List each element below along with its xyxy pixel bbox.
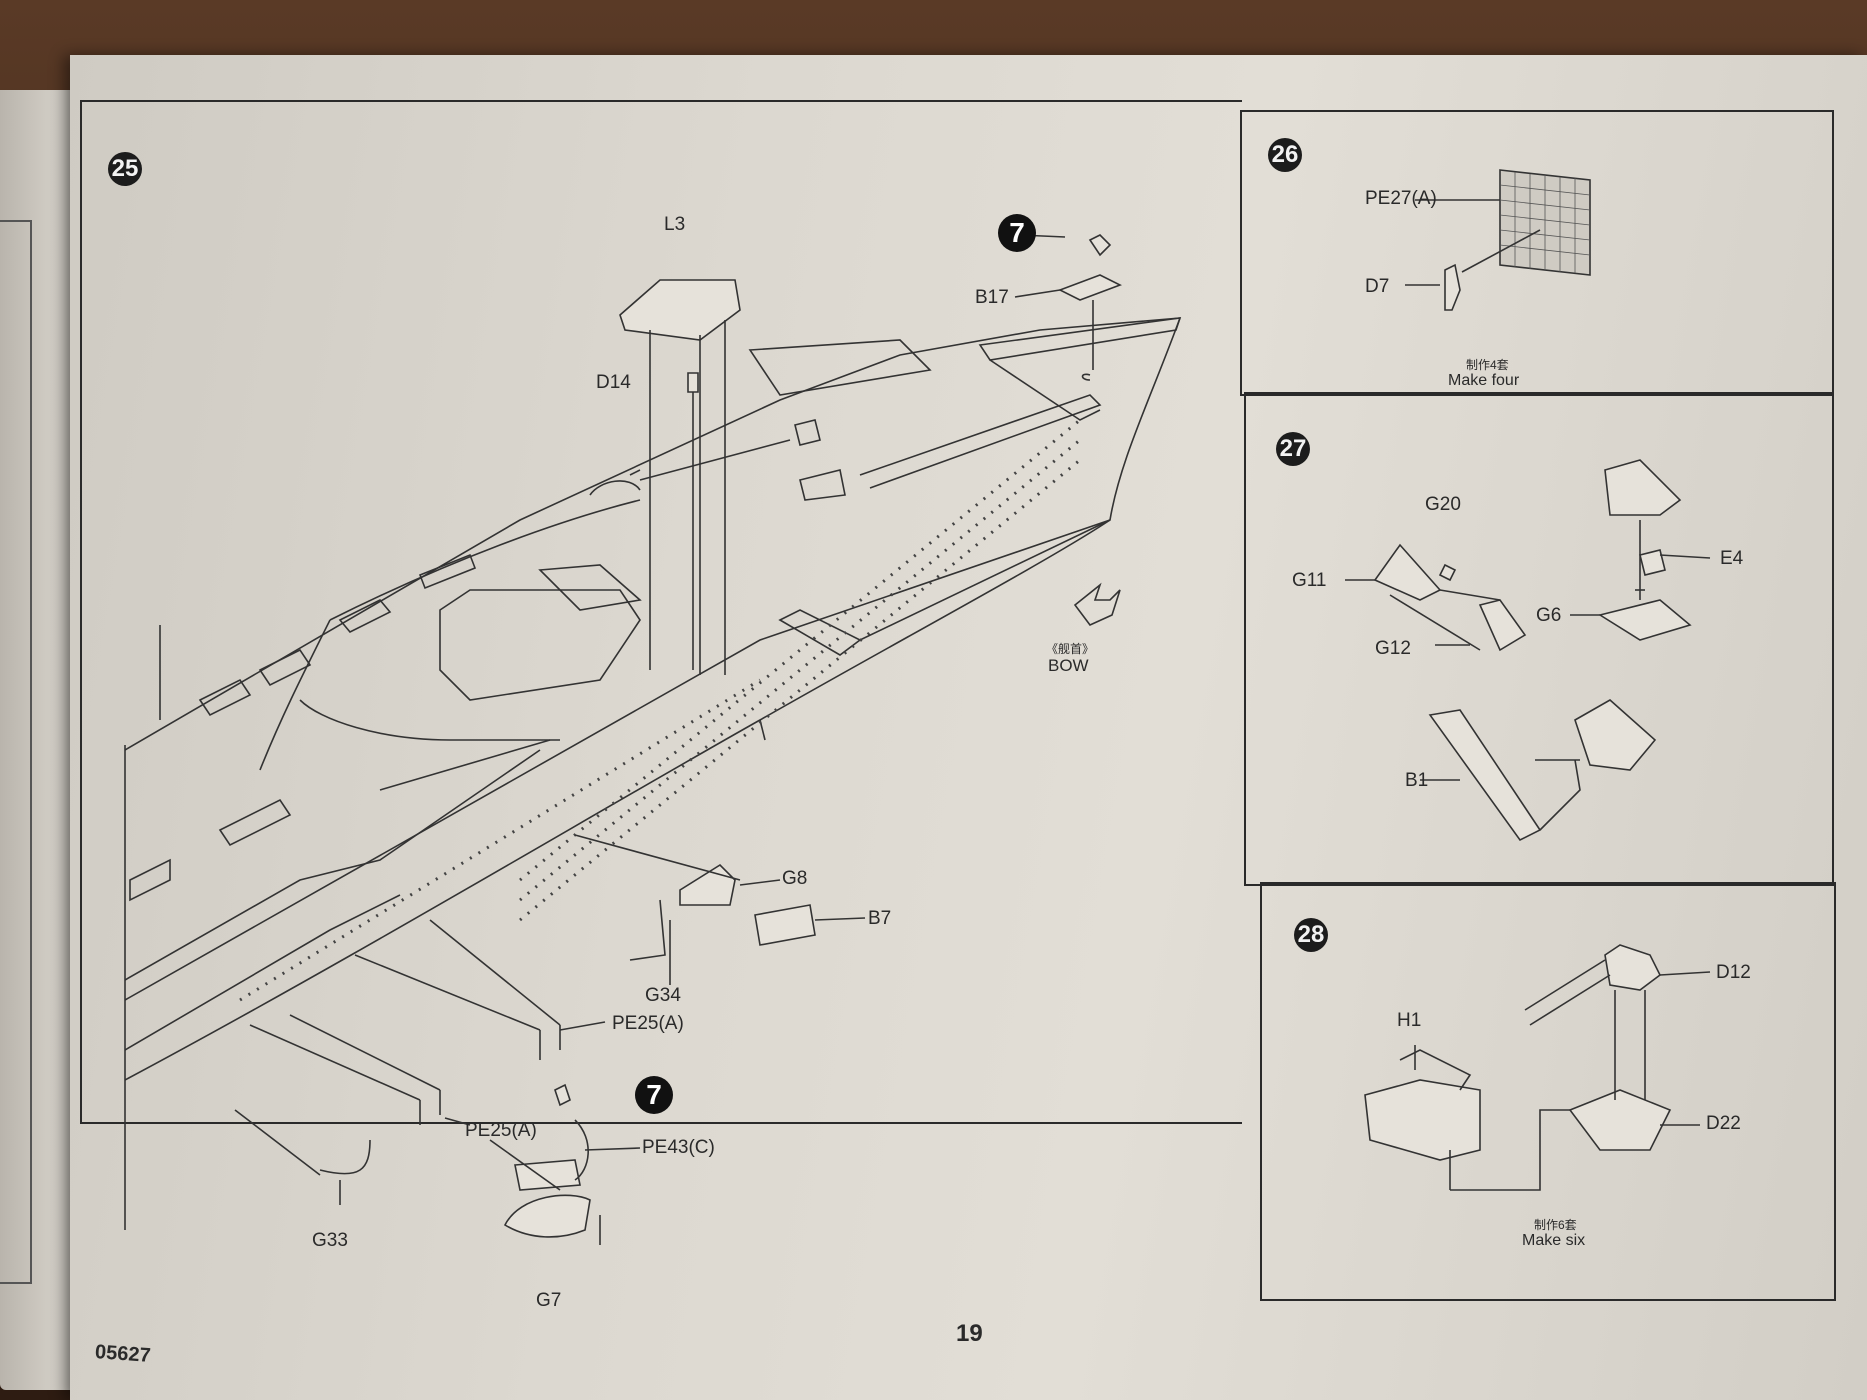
bow-label-cn: 《舰首》 [1046, 642, 1095, 656]
step-25-number: 25 [108, 152, 142, 186]
label-d12: D12 [1716, 962, 1751, 983]
make-four-note-cn: 制作4套 [1466, 358, 1509, 372]
make-six-note: Make six [1522, 1232, 1586, 1249]
label-d14: D14 [596, 372, 631, 393]
make-six-note-cn: 制作6套 [1534, 1218, 1577, 1232]
page-number: 19 [956, 1320, 983, 1347]
label-g33: G33 [312, 1230, 348, 1251]
ship-hull-drawing [124, 317, 1182, 1230]
step25-panel [80, 100, 1242, 1124]
step27-panel [1244, 392, 1834, 886]
ref-step-7-badge-upper: 7 [998, 214, 1036, 252]
step26-part-lines [1405, 169, 1591, 311]
label-b17: B17 [975, 287, 1009, 308]
left-page-frame [0, 220, 32, 1284]
hull-portholes [239, 418, 1081, 1002]
label-g12: G12 [1375, 638, 1411, 659]
label-g11: G11 [1292, 570, 1327, 591]
label-g6: G6 [1536, 605, 1562, 626]
label-pe25a-lower: PE25(A) [465, 1120, 537, 1141]
label-b1: B1 [1405, 770, 1429, 791]
label-e4: E4 [1720, 548, 1744, 569]
label-g34: G34 [645, 985, 681, 1006]
label-h1: H1 [1397, 1010, 1422, 1031]
bow-label: BOW [1048, 656, 1089, 675]
step27-part-lines [1345, 459, 1711, 842]
step28-panel [1260, 882, 1836, 1301]
step-26-number: 26 [1268, 138, 1302, 172]
step26-panel [1240, 110, 1834, 396]
label-l3: L3 [664, 214, 686, 235]
instruction-page [70, 55, 1867, 1400]
label-g8: G8 [782, 868, 808, 889]
label-g7: G7 [536, 1290, 562, 1311]
label-pe27a: PE27(A) [1365, 188, 1437, 209]
step-28-number: 28 [1294, 918, 1328, 952]
step-27-number: 27 [1276, 432, 1310, 466]
step25-part-lines [234, 234, 1122, 1245]
label-b7: B7 [868, 908, 892, 929]
make-four-note: Make four [1448, 372, 1520, 389]
label-d22: D22 [1706, 1113, 1741, 1134]
step28-part-lines [1364, 944, 1711, 1191]
label-pe43c: PE43(C) [642, 1137, 715, 1158]
catalog-code: 05627 [94, 1341, 152, 1367]
label-g20: G20 [1425, 494, 1461, 515]
label-pe25a-upper: PE25(A) [612, 1013, 684, 1034]
label-d7: D7 [1365, 276, 1390, 297]
ref-step-7-badge-lower: 7 [635, 1076, 673, 1114]
